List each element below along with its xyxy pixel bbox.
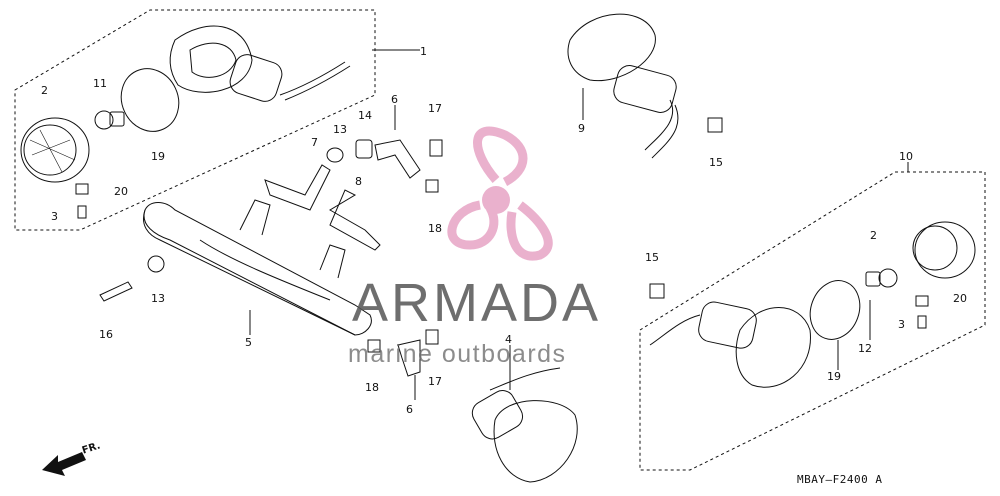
callout-20-left: 20 (114, 185, 128, 198)
callout-13-top: 13 (333, 123, 347, 136)
bracket-6-top (374, 139, 421, 179)
bolt-18-lower (367, 339, 381, 353)
collar-14 (355, 139, 373, 159)
bulb-right (865, 268, 898, 288)
group-box-right (639, 171, 986, 471)
callout-1: 1 (420, 45, 427, 58)
callout-10: 10 (899, 150, 913, 163)
armada-logo-icon (447, 126, 553, 261)
callout-13-lower: 13 (151, 292, 165, 305)
callout-11: 11 (93, 77, 107, 90)
turn-signal-lens-left (20, 117, 90, 183)
watermark-title: ARMADA (352, 273, 602, 333)
callout-2-right: 2 (870, 229, 877, 242)
turn-signal-lens-right (912, 221, 976, 279)
callout-16: 16 (99, 328, 113, 341)
callout-17-lower: 17 (428, 375, 442, 388)
bulb-left (94, 110, 125, 130)
callout-4: 4 (505, 333, 512, 346)
callout-5: 5 (245, 336, 252, 349)
nut-13-lower (147, 255, 165, 273)
turn-signal-lamp-lower (471, 367, 578, 483)
callout-19-left: 19 (151, 150, 165, 163)
rubber-ring-left (120, 68, 180, 132)
callout-19-right: 19 (827, 370, 841, 383)
screw-left (77, 205, 87, 219)
callout-15-mid: 15 (645, 251, 659, 264)
rubber-ring-right (809, 280, 861, 340)
bolt-18-top (425, 179, 439, 193)
callout-20-right: 20 (953, 292, 967, 305)
turn-signal-housing-right-top (567, 13, 679, 159)
callout-3-right: 3 (898, 318, 905, 331)
front-arrow-icon (42, 452, 86, 476)
screw-15-top (707, 117, 723, 133)
callout-8: 8 (355, 175, 362, 188)
nut-left (75, 183, 89, 195)
callout-3-left: 3 (51, 210, 58, 223)
watermark-subtitle: marine outboards (348, 340, 567, 368)
group-box-left (14, 9, 376, 231)
callout-15-top: 15 (709, 156, 723, 169)
turn-signal-housing-left (169, 25, 351, 102)
bracket-8 (329, 189, 381, 251)
callout-14: 14 (358, 109, 372, 122)
nut-13-top (326, 147, 344, 163)
callout-18-lower: 18 (365, 381, 379, 394)
callout-12: 12 (858, 342, 872, 355)
callout-18-top: 18 (428, 222, 442, 235)
bolt-17-lower (425, 329, 439, 345)
bracket-6-lower (397, 339, 421, 377)
screw-15-mid (649, 283, 665, 299)
callout-17-top: 17 (428, 102, 442, 115)
diagram-code: MBAY—F2400 A (797, 473, 883, 486)
turn-signal-lamp-right (649, 301, 811, 388)
callout-6-top: 6 (391, 93, 398, 106)
callout-2-left: 2 (41, 84, 48, 97)
callout-7: 7 (311, 136, 318, 149)
bolt-17-top (429, 139, 443, 157)
screw-right (917, 315, 927, 329)
turn-signal-stay (143, 199, 372, 336)
callout-6-lower: 6 (406, 403, 413, 416)
nut-right (915, 295, 929, 307)
callout-9: 9 (578, 122, 585, 135)
bracket-7 (264, 164, 331, 211)
bolt-16 (99, 281, 133, 302)
